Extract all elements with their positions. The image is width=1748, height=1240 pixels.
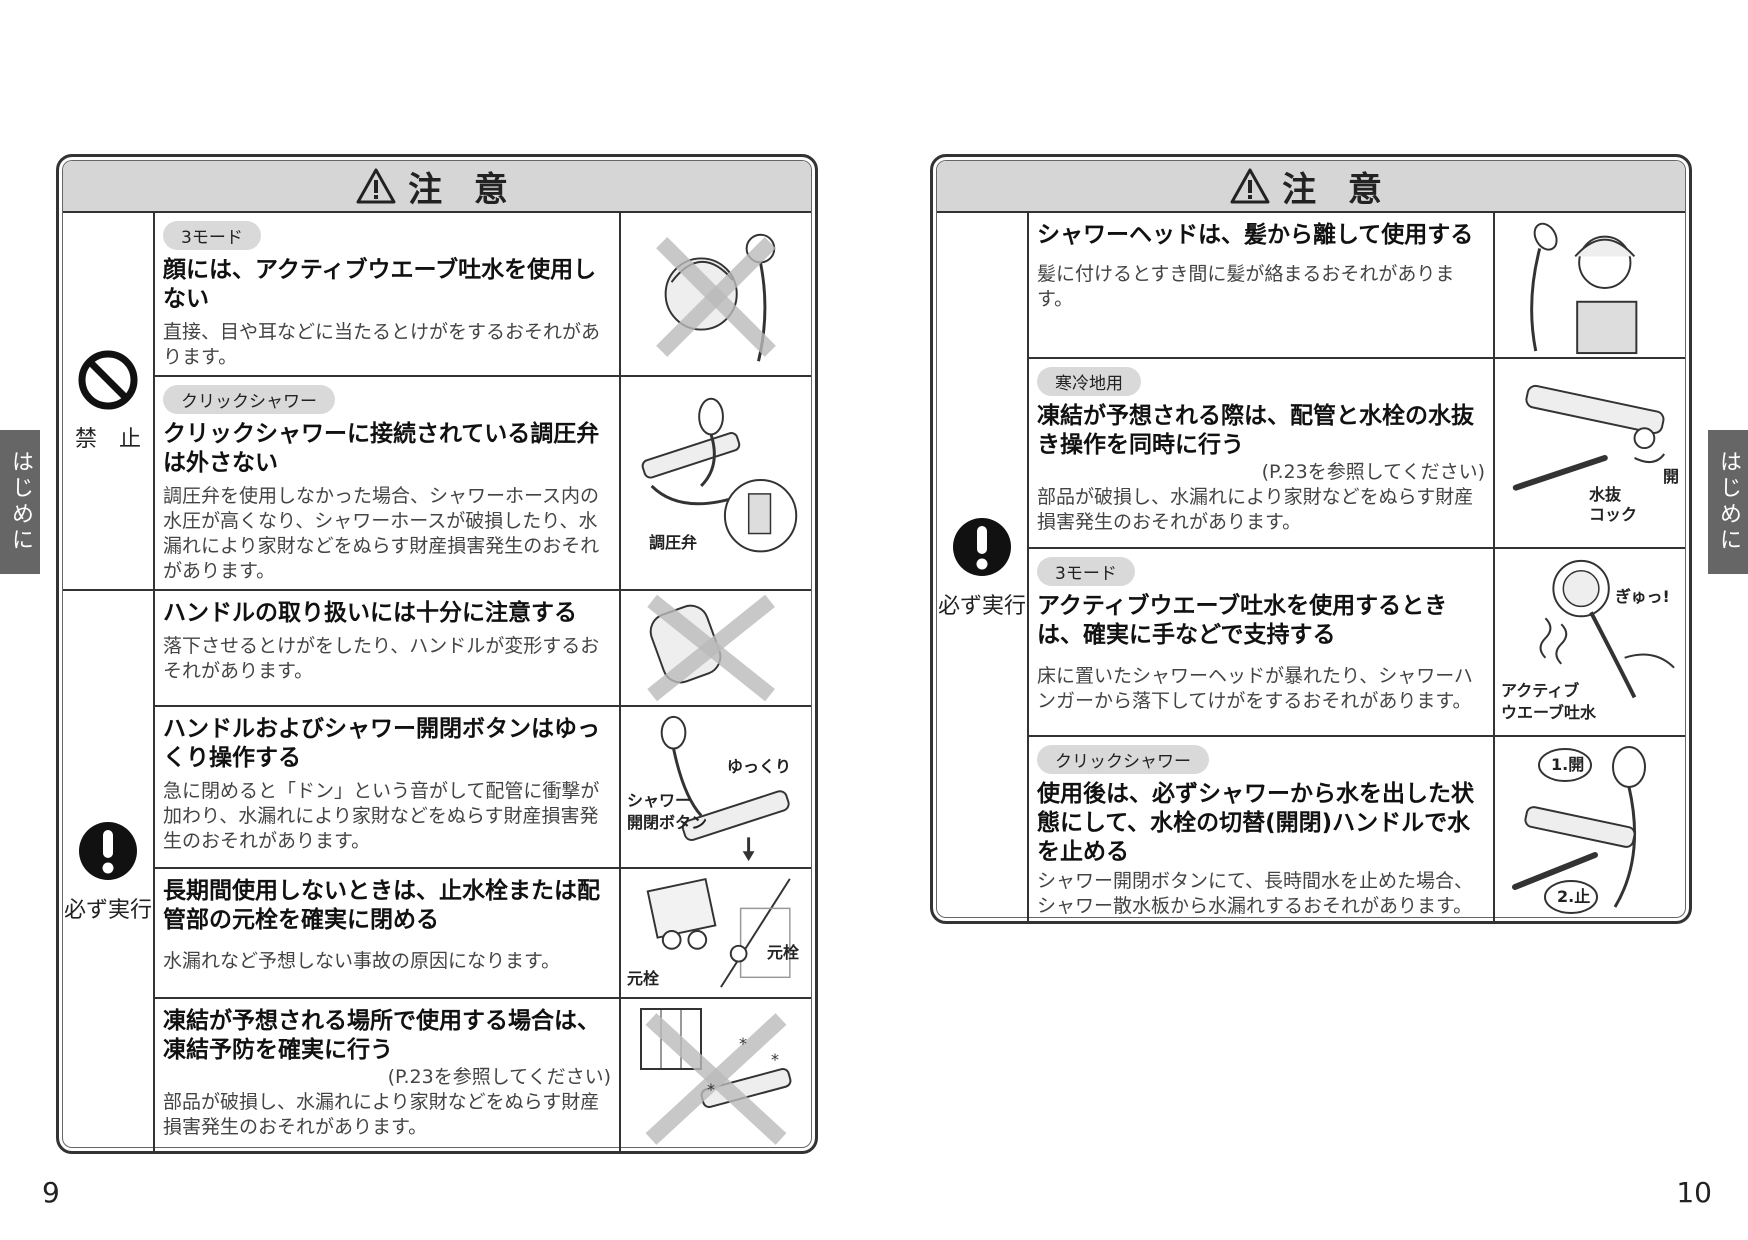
category-must: 必ず実行: [63, 591, 155, 1151]
caution-body: 調圧弁を使用しなかった場合、シャワーホース内の水圧が高くなり、シャワーホースが破…: [163, 485, 600, 582]
caution-body: 急に閉めると「ドン」という音がして配管に衝撃が加わり、水漏れにより家財などをぬら…: [163, 780, 600, 852]
page-number-left: 9: [42, 1176, 60, 1209]
panel-title: 注 意: [1282, 169, 1392, 210]
warning-triangle-icon: [1230, 168, 1270, 204]
shutoff-order-illustration: 1.開 2.止: [1495, 737, 1685, 921]
caution-body: シャワー開閉ボタンにて、長時間水を止めた場合、シャワー散水板から水漏れするおそれ…: [1037, 870, 1474, 917]
caution-item: 3モード アクティブウエーブ吐水を使用するときは、確実に手などで支持する 床に置…: [1029, 549, 1685, 737]
illustration-label: 元栓: [767, 943, 800, 962]
caution-panel-left: 注 意 禁止 必ず実行 3モード 顔には、アクティブウエーブ吐水を使用しない 直…: [56, 154, 818, 1154]
mode-tag: 寒冷地用: [1037, 367, 1141, 396]
svg-text:*: *: [771, 1050, 779, 1069]
mode-tag: 3モード: [1037, 557, 1135, 586]
caution-title: 凍結が予想される場所で使用する場合は、凍結予防を確実に行う: [163, 1008, 600, 1063]
caution-item: ハンドルの取り扱いには十分に注意する 落下させるとけがをしたり、ハンドルが変形す…: [155, 591, 811, 707]
illustration-label: コック: [1589, 505, 1638, 524]
caution-title: 使用後は、必ずシャワーから水を出した状態にして、水栓の切替(開閉)ハンドルで水を…: [1037, 781, 1474, 865]
caution-title: クリックシャワーに接続されている調圧弁は外さない: [163, 421, 600, 476]
mode-tag: クリックシャワー: [163, 385, 335, 414]
caution-body: 床に置いたシャワーヘッドが暴れたり、シャワーハンガーから落下してけがをするおそれ…: [1037, 665, 1473, 712]
main-valve-illustration: 元栓 元栓: [621, 869, 811, 997]
caution-item: クリックシャワー クリックシャワーに接続されている調圧弁は外さない 調圧弁を使用…: [155, 377, 811, 591]
illustration-label: 調圧弁: [649, 533, 698, 552]
panel-header: 注 意: [937, 161, 1685, 213]
page-reference: (P.23を参照してください): [387, 1066, 611, 1088]
caution-body: 直接、目や耳などに当たるとけがをするおそれがあります。: [163, 321, 601, 368]
section-tab-left: はじめに: [0, 430, 40, 574]
illustration-label: 1.開: [1551, 755, 1585, 774]
freeze-illustration: * * *: [621, 999, 811, 1151]
category-label: 禁止: [75, 427, 164, 452]
illustration-label: 2.止: [1557, 887, 1591, 906]
illustration-label: アクティブ: [1501, 681, 1580, 700]
illustration-label: 開閉ボタン: [627, 813, 708, 832]
mode-tag: クリックシャワー: [1037, 745, 1209, 774]
panel-title: 注 意: [408, 169, 518, 210]
illustration-label: シャワー: [627, 791, 692, 810]
caution-title: シャワーヘッドは、髪から離して使用する: [1037, 222, 1474, 248]
caution-title: 長期間使用しないときは、止水栓または配管部の元栓を確実に閉める: [163, 878, 600, 933]
category-label: 必ず実行: [63, 898, 152, 923]
caution-title: ハンドルおよびシャワー開閉ボタンはゆっくり操作する: [163, 716, 600, 771]
active-wave-illustration: ぎゅっ! アクティブ ウエーブ吐水: [1495, 549, 1685, 735]
caution-item: 寒冷地用 凍結が予想される際は、配管と水栓の水抜き操作を同時に行う (P.23を…: [1029, 359, 1685, 549]
hair-shower-illustration: [1495, 213, 1685, 357]
face-shower-illustration: [621, 213, 811, 375]
warning-triangle-icon: [356, 168, 396, 204]
illustration-label: ウエーブ吐水: [1501, 703, 1597, 722]
drain-illustration: 開 水抜 コック: [1495, 359, 1685, 547]
svg-text:*: *: [739, 1034, 747, 1053]
section-tab-right: はじめに: [1708, 430, 1748, 574]
prohibition-icon: [78, 350, 138, 410]
exclamation-icon: [953, 518, 1011, 576]
exclamation-icon: [79, 822, 137, 880]
caution-item: 3モード 顔には、アクティブウエーブ吐水を使用しない 直接、目や耳などに当たると…: [155, 213, 811, 377]
mode-tag: 3モード: [163, 221, 261, 250]
svg-text:*: *: [707, 1080, 715, 1099]
illustration-label: 元栓: [627, 969, 660, 988]
handle-illustration: [621, 591, 811, 705]
slow-operation-illustration: ゆっくり シャワー 開閉ボタン: [621, 707, 811, 867]
category-prohibit: 禁止: [63, 213, 155, 591]
caution-body: 落下させるとけがをしたり、ハンドルが変形するおそれがあります。: [163, 635, 600, 682]
pressure-valve-illustration: 調圧弁: [621, 377, 811, 589]
illustration-label: ぎゅっ!: [1615, 587, 1670, 606]
panel-header: 注 意: [63, 161, 811, 213]
caution-panel-right: 注 意 必ず実行 シャワーヘッドは、髪から離して使用する 髪に付けるとすき間に髪…: [930, 154, 1692, 924]
illustration-label: ゆっくり: [727, 757, 792, 776]
caution-title: 凍結が予想される際は、配管と水栓の水抜き操作を同時に行う: [1037, 403, 1474, 458]
category-must: 必ず実行: [937, 213, 1029, 921]
caution-item: 長期間使用しないときは、止水栓または配管部の元栓を確実に閉める 水漏れなど予想し…: [155, 869, 811, 999]
page-reference: (P.23を参照してください): [1261, 461, 1485, 483]
caution-body: 水漏れなど予想しない事故の原因になります。: [163, 950, 561, 972]
page-number-right: 10: [1676, 1176, 1712, 1209]
caution-title: アクティブウエーブ吐水を使用するときは、確実に手などで支持する: [1037, 593, 1448, 648]
caution-title: ハンドルの取り扱いには十分に注意する: [163, 600, 577, 626]
caution-body: 部品が破損し、水漏れにより家財などをぬらす財産損害発生のおそれがあります。: [1037, 486, 1474, 533]
caution-body: 髪に付けるとすき間に髪が絡まるおそれがあります。: [1037, 263, 1455, 310]
caution-item: 凍結が予想される場所で使用する場合は、凍結予防を確実に行う (P.23を参照して…: [155, 999, 811, 1151]
category-label: 必ず実行: [937, 594, 1026, 619]
illustration-label: 開: [1663, 467, 1680, 486]
caution-body: 部品が破損し、水漏れにより家財などをぬらす財産損害発生のおそれがあります。: [163, 1091, 600, 1138]
caution-title: 顔には、アクティブウエーブ吐水を使用しない: [163, 257, 597, 312]
caution-item: クリックシャワー 使用後は、必ずシャワーから水を出した状態にして、水栓の切替(開…: [1029, 737, 1685, 921]
illustration-label: 水抜: [1589, 485, 1622, 504]
caution-item: シャワーヘッドは、髪から離して使用する 髪に付けるとすき間に髪が絡まるおそれがあ…: [1029, 213, 1685, 359]
caution-item: ハンドルおよびシャワー開閉ボタンはゆっくり操作する 急に閉めると「ドン」という音…: [155, 707, 811, 869]
